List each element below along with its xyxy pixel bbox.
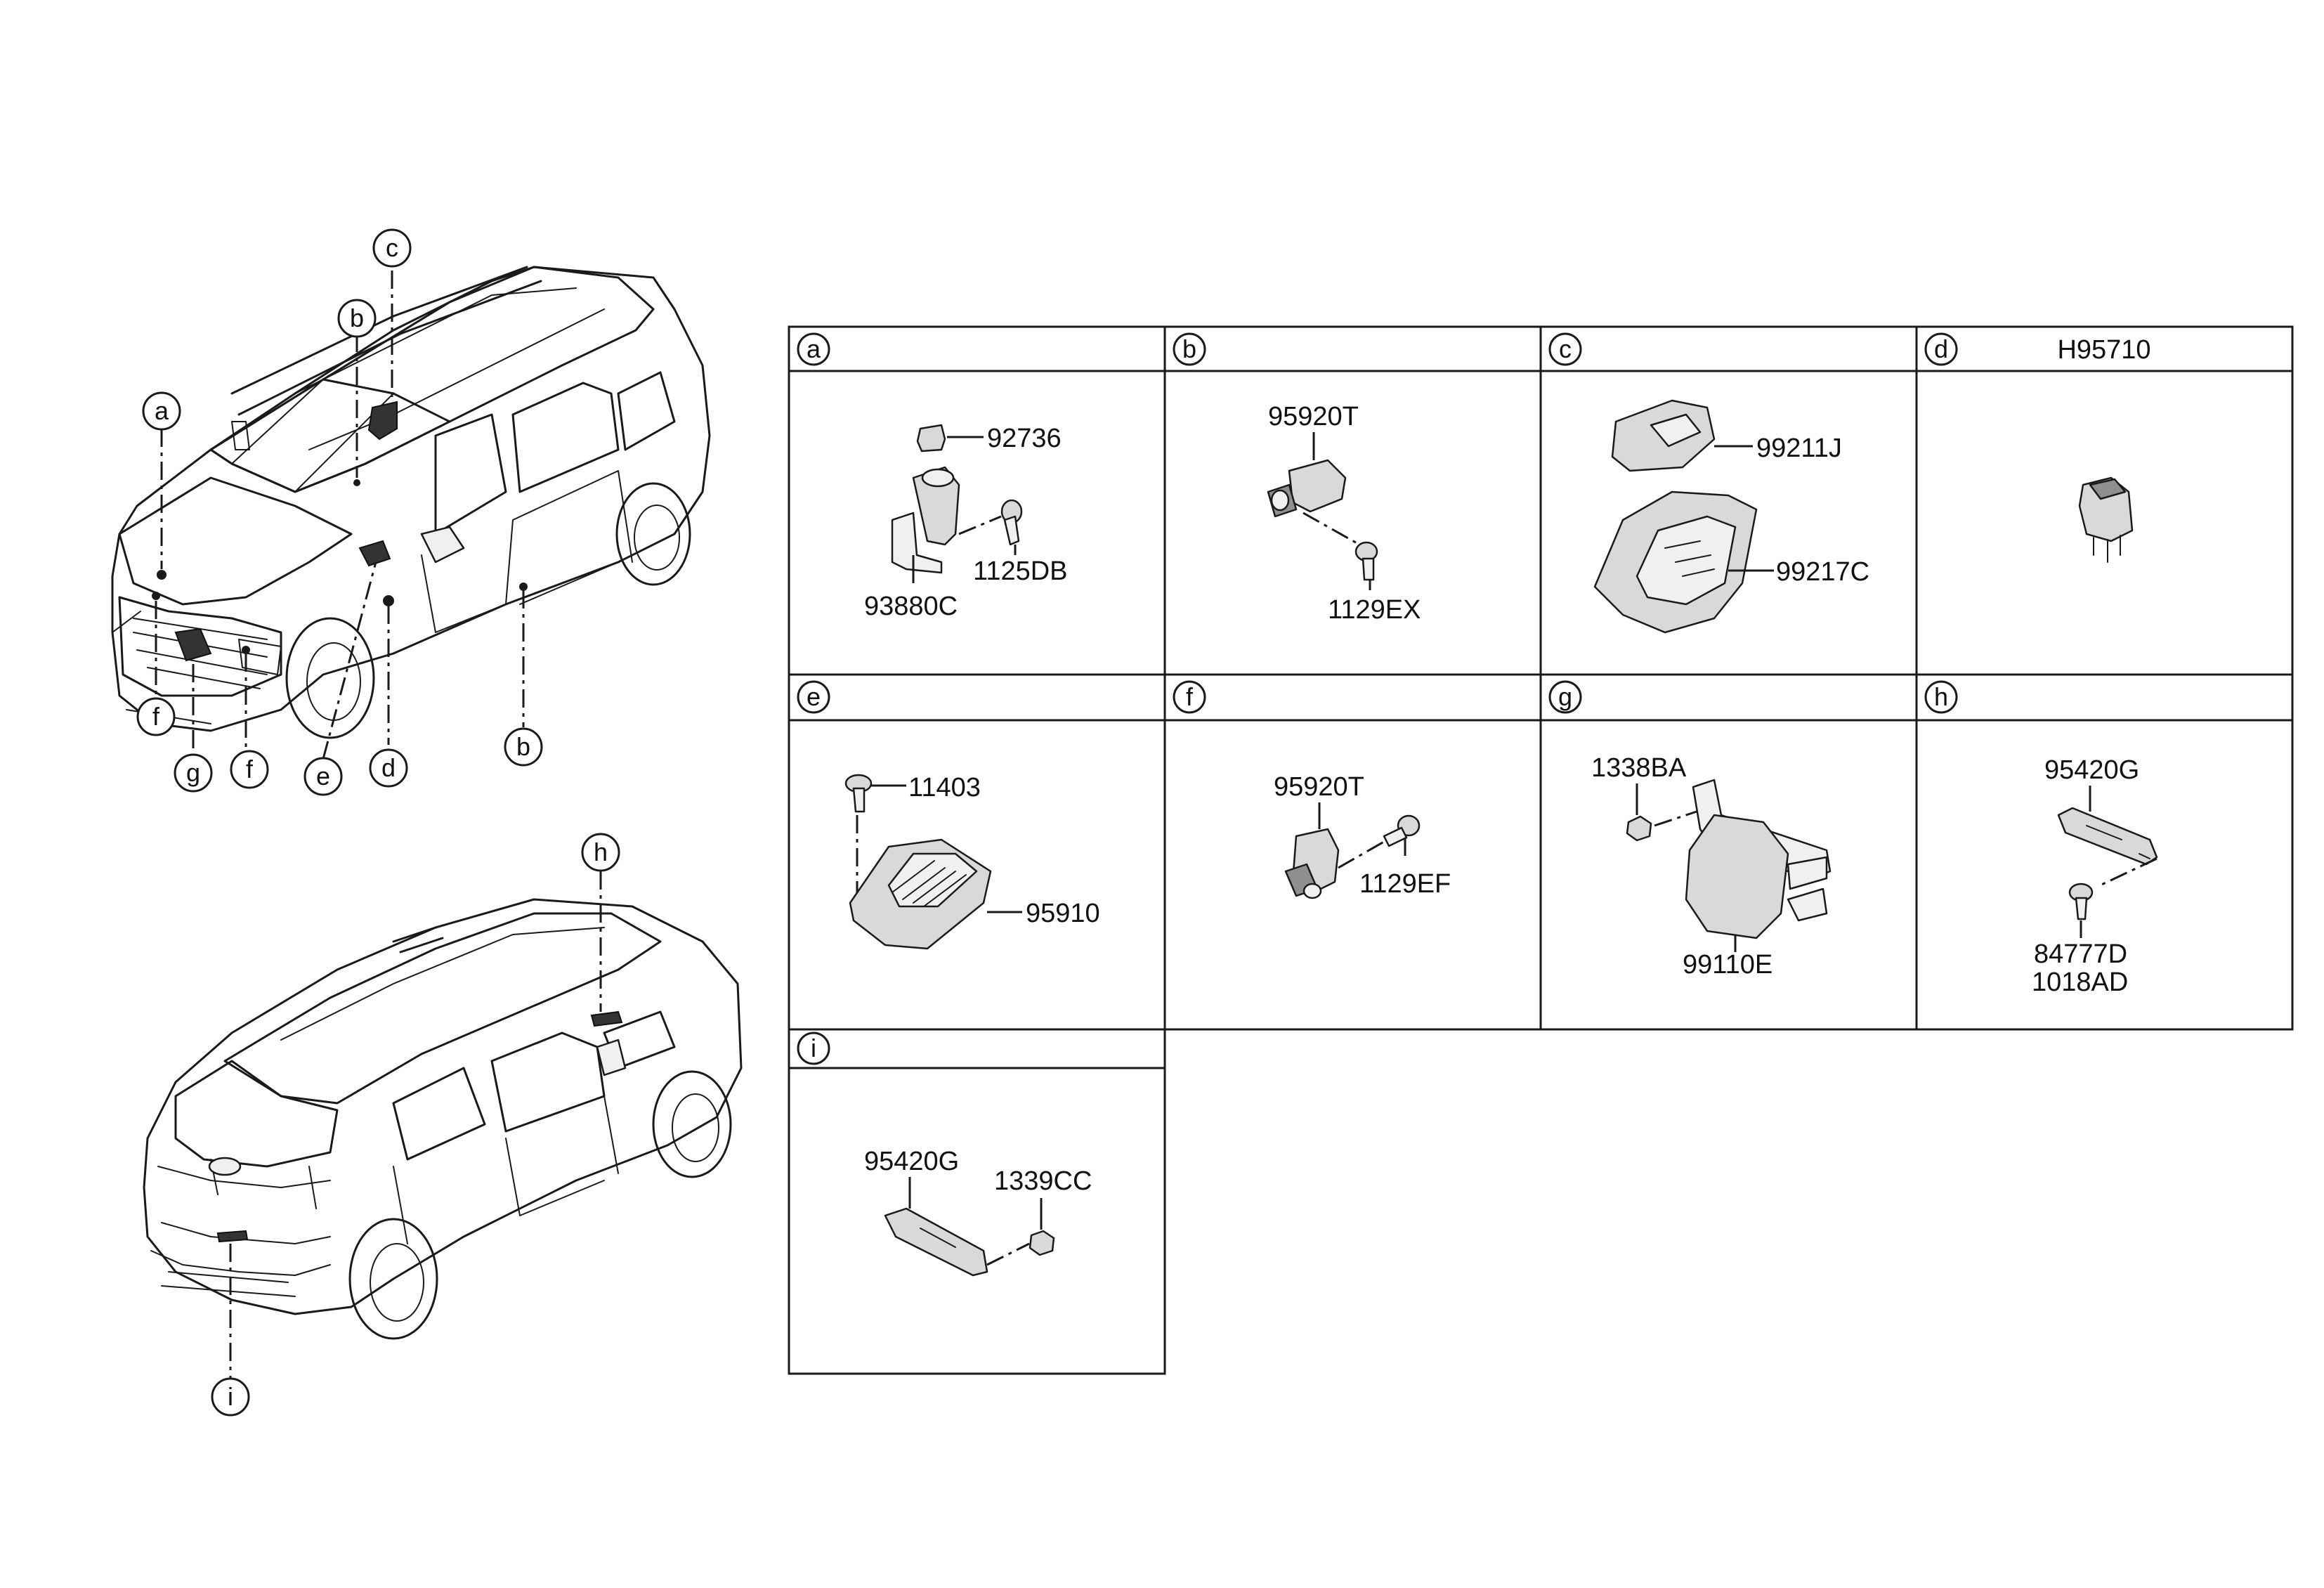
cap-part [916, 424, 946, 453]
callout-f-front-left: f [136, 697, 176, 736]
svg-text:b: b [350, 304, 364, 332]
svg-text:92736: 92736 [987, 424, 1062, 453]
sensor-bracket-part [912, 466, 960, 546]
callout-i-rear: i [211, 1377, 250, 1417]
bolt-1129ex [1354, 541, 1378, 581]
svg-text:h: h [1934, 682, 1948, 711]
bolt-1129ef [1383, 814, 1421, 847]
rear-sensor-mark [590, 1010, 623, 1027]
svg-text:d: d [1934, 334, 1948, 363]
svg-text:95920T: 95920T [1268, 402, 1359, 431]
svg-text:1018AD: 1018AD [2032, 968, 2128, 997]
vehicle-front-view [111, 266, 711, 739]
panel-label-g: g [1548, 680, 1582, 714]
svg-text:99217C: 99217C [1776, 557, 1869, 587]
svg-text:1339CC: 1339CC [994, 1166, 1092, 1196]
svg-text:a: a [155, 396, 169, 425]
parts-table [788, 325, 2294, 1375]
svg-text:f: f [152, 702, 160, 731]
svg-text:i: i [228, 1382, 233, 1411]
radar-mark [358, 540, 391, 567]
svg-text:99110E: 99110E [1683, 950, 1773, 980]
svg-text:1129EF: 1129EF [1359, 869, 1451, 899]
panel-label-e: e [797, 680, 830, 714]
panel-label-i: i [797, 1031, 830, 1065]
svg-text:e: e [316, 762, 330, 790]
svg-text:g: g [1558, 682, 1572, 711]
front-view-callouts: c b a f g f e d [136, 228, 543, 796]
vehicle-rear-view [143, 898, 743, 1340]
panel-e-parts: 11403 95910 [844, 773, 1100, 950]
panel-g-parts: 1338BA 99110E [1591, 753, 1832, 980]
svg-text:c: c [1559, 334, 1572, 363]
callout-c-front: c [372, 228, 412, 268]
bolt-1125db [1000, 499, 1023, 546]
svg-text:84777D: 84777D [2034, 939, 2127, 969]
callout-b-front-side: b [504, 727, 543, 767]
panel-label-f: f [1173, 680, 1206, 714]
svg-text:c: c [386, 233, 398, 262]
rear-bracket-mark [216, 1230, 249, 1243]
nut-1338ba [1626, 815, 1652, 842]
svg-text:b: b [1182, 334, 1196, 363]
panel-label-h: h [1924, 680, 1958, 714]
screw-84777d [2068, 883, 2094, 920]
svg-text:f: f [1186, 682, 1194, 711]
panel-label-c: c [1548, 332, 1582, 366]
radar-unit-part [1685, 814, 1789, 939]
panel-label-d: d [1924, 332, 1958, 366]
camera-mark [367, 401, 398, 441]
panel-d-parts [2078, 476, 2134, 563]
svg-text:g: g [186, 758, 200, 787]
impact-sensor-part [1288, 459, 1347, 513]
svg-text:h: h [594, 838, 608, 866]
callout-b-front-top: b [337, 299, 377, 338]
panel-a-parts: 92736 1125DB 93880C [864, 424, 1068, 621]
callout-f-front-right: f [230, 750, 269, 789]
svg-text:1338BA: 1338BA [1591, 753, 1687, 783]
callout-g-front: g [174, 753, 213, 793]
callout-a-front: a [142, 391, 181, 431]
callout-d-front: d [369, 748, 408, 788]
callout-h-rear: h [581, 833, 620, 872]
svg-text:d: d [381, 753, 396, 782]
svg-text:95420G: 95420G [864, 1147, 959, 1176]
svg-text:93880C: 93880C [864, 592, 958, 621]
panel-header-d: H95710 [2057, 335, 2150, 365]
svg-text:b: b [516, 732, 530, 761]
svg-text:95920T: 95920T [1274, 772, 1364, 802]
svg-text:f: f [246, 755, 254, 783]
svg-text:95910: 95910 [1026, 899, 1100, 928]
panel-label-a: a [797, 332, 830, 366]
panel-b-parts: 95920T 1129EX [1267, 402, 1421, 625]
svg-text:a: a [807, 334, 821, 363]
panel-label-b: b [1173, 332, 1206, 366]
panel-f-parts: 95920T 1129EF [1274, 772, 1451, 899]
svg-text:99211J: 99211J [1756, 434, 1842, 463]
sensor-bracket-i [884, 1207, 988, 1277]
panel-labels: a b c d H95710 e f g h i [797, 332, 2151, 1065]
svg-text:1129EX: 1129EX [1328, 595, 1421, 625]
svg-text:11403: 11403 [908, 773, 981, 802]
nut-1339cc [1029, 1230, 1055, 1256]
svg-text:1125DB: 1125DB [973, 557, 1068, 586]
svg-text:i: i [811, 1034, 816, 1062]
panel-i-parts: 95420G 1339CC [864, 1147, 1092, 1277]
sensor-bracket-h [2057, 807, 2158, 866]
rear-view-callouts: h i [211, 833, 620, 1417]
svg-text:e: e [807, 682, 821, 711]
svg-text:95420G: 95420G [2044, 755, 2139, 785]
panel-h-parts: 95420G 84777D 1018AD [2032, 755, 2158, 997]
bolt-11403 [844, 774, 873, 813]
callout-e-front: e [303, 757, 343, 796]
panel-c-parts: 99211J 99217C [1593, 399, 1869, 634]
